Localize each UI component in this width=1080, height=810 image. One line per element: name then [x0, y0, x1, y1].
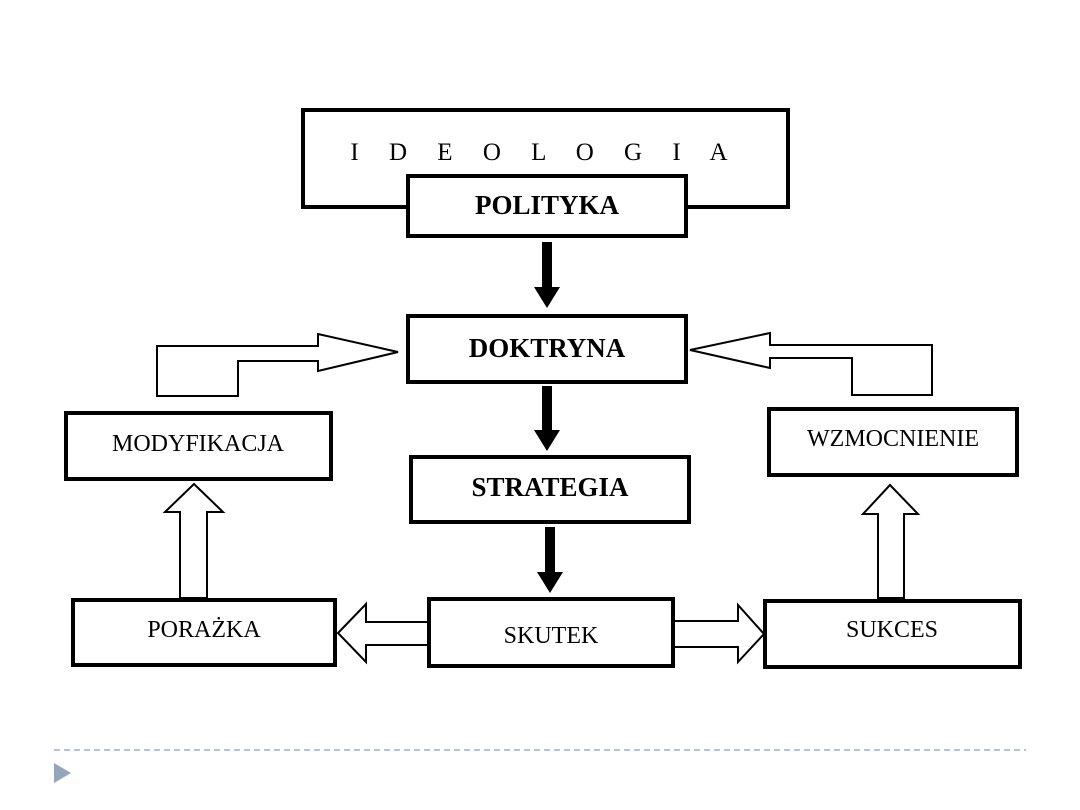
success-label: SUKCES [846, 617, 938, 643]
effect-label: SKUTEK [504, 623, 599, 649]
arrow-success-to-reinforcement [860, 483, 921, 599]
ideology-label: I D E O L O G I A [350, 139, 739, 166]
arrow-failure-to-modification [162, 482, 226, 599]
arrow-doctrine-to-strategy [534, 386, 560, 451]
doctrine-label: DOKTRYNA [469, 333, 626, 363]
failure-label: PORAŻKA [147, 617, 261, 643]
success-box [763, 599, 1022, 669]
doctrine-box [406, 314, 688, 384]
modification-box [64, 411, 333, 481]
failure-box [71, 598, 337, 667]
reinforcement-box [767, 407, 1019, 477]
strategy-box [409, 455, 691, 524]
reinforcement-label: WZMOCNIENIE [807, 426, 979, 452]
arrow-reinforcement-to-doctrine [689, 331, 933, 396]
arrow-effect-to-success [673, 602, 766, 665]
triangle-bullet-icon [54, 763, 71, 783]
effect-box [427, 597, 675, 668]
arrow-policy-to-doctrine [534, 242, 560, 308]
arrow-strategy-to-effect [537, 527, 563, 593]
policy-box [406, 174, 688, 238]
modification-label: MODYFIKACJA [112, 431, 285, 457]
arrow-effect-to-failure [336, 601, 429, 665]
strategy-label: STRATEGIA [471, 472, 629, 502]
policy-label: POLITYKA [475, 190, 620, 220]
arrow-modification-to-doctrine [156, 332, 399, 397]
